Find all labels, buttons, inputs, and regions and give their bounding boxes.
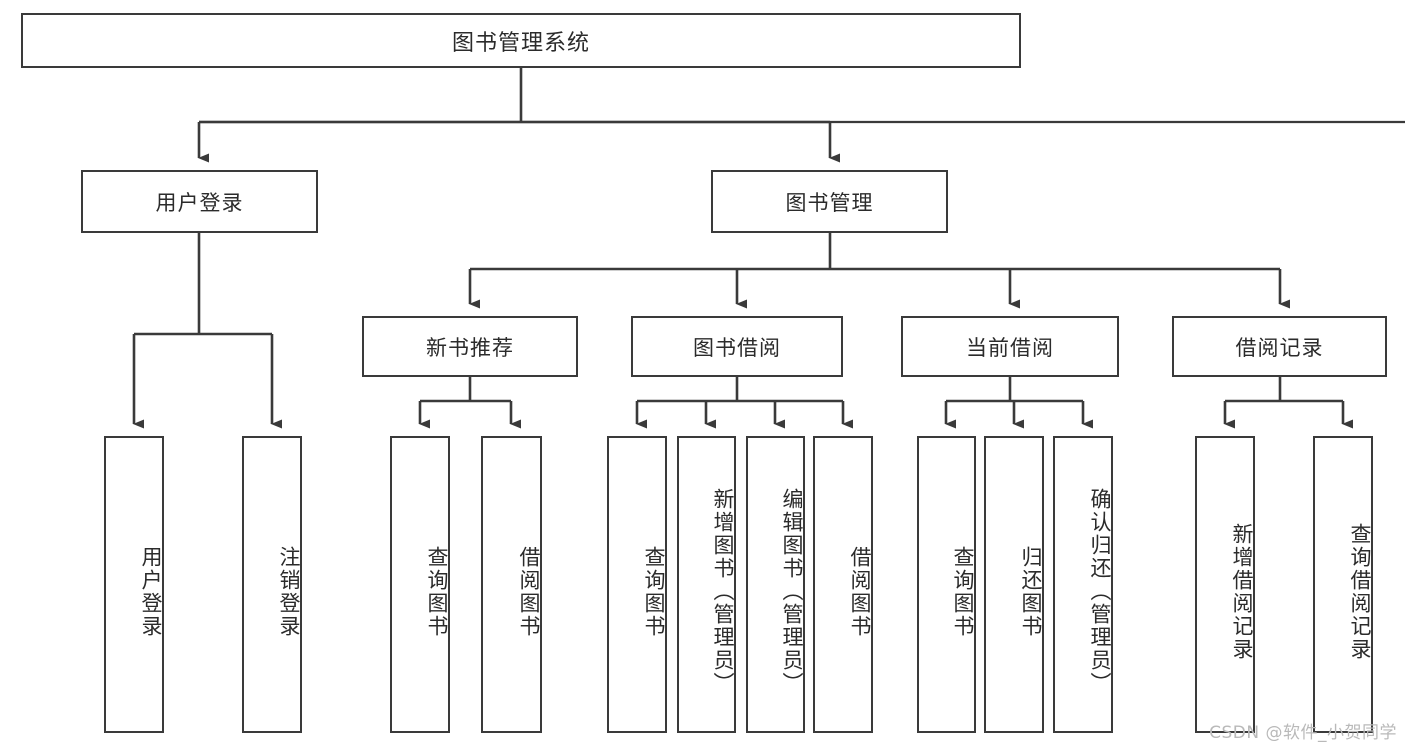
node-label: 确认归还（管理员）	[1088, 488, 1112, 695]
leaf-current-confirm-return-admin[interactable]: 确认归还（管理员）	[1053, 436, 1113, 733]
leaf-user-login-signin[interactable]: 用户登录	[104, 436, 164, 733]
node-label: 新增借阅记录	[1230, 522, 1254, 661]
node-label: 图书管理系统	[451, 30, 590, 56]
leaf-record-query-record[interactable]: 查询借阅记录	[1313, 436, 1373, 733]
leaf-borrow-query-book[interactable]: 查询图书	[607, 436, 667, 733]
node-label: 查询图书	[642, 545, 666, 638]
leaf-borrow-borrow-book[interactable]: 借阅图书	[813, 436, 873, 733]
node-label: 图书借阅	[693, 335, 781, 360]
node-label: 借阅记录	[1235, 335, 1324, 360]
leaf-current-return-book[interactable]: 归还图书	[984, 436, 1044, 733]
node-book-management[interactable]: 图书管理	[711, 170, 948, 233]
node-book-borrow[interactable]: 图书借阅	[631, 316, 843, 377]
node-label: 归还图书	[1019, 545, 1043, 638]
node-label: 图书管理	[785, 190, 874, 215]
leaf-borrow-add-book-admin[interactable]: 新增图书（管理员）	[677, 436, 736, 733]
leaf-user-login-signout[interactable]: 注销登录	[242, 436, 302, 733]
node-user-login[interactable]: 用户登录	[81, 170, 318, 233]
node-borrow-record[interactable]: 借阅记录	[1172, 316, 1387, 377]
leaf-recommend-query-book[interactable]: 查询图书	[390, 436, 450, 733]
node-label: 注销登录	[277, 545, 301, 638]
node-label: 当前借阅	[966, 335, 1054, 360]
node-label: 用户登录	[139, 545, 163, 638]
leaf-record-add-record[interactable]: 新增借阅记录	[1195, 436, 1255, 733]
node-label: 借阅图书	[517, 545, 541, 638]
leaf-current-query-book[interactable]: 查询图书	[917, 436, 976, 733]
node-label: 新书推荐	[426, 335, 514, 360]
node-label: 新增图书（管理员）	[711, 488, 735, 695]
node-new-book-recommend[interactable]: 新书推荐	[362, 316, 578, 377]
node-root-system[interactable]: 图书管理系统	[21, 13, 1021, 68]
node-label: 查询图书	[951, 545, 975, 638]
leaf-borrow-edit-book-admin[interactable]: 编辑图书（管理员）	[746, 436, 805, 733]
leaf-recommend-borrow-book[interactable]: 借阅图书	[481, 436, 542, 733]
node-current-borrow[interactable]: 当前借阅	[901, 316, 1119, 377]
watermark: CSDN @软件_小贺同学	[1209, 723, 1397, 743]
node-label: 查询借阅记录	[1348, 522, 1372, 661]
node-label: 查询图书	[425, 545, 449, 638]
node-label: 编辑图书（管理员）	[780, 488, 804, 695]
node-label: 借阅图书	[848, 545, 872, 638]
node-label: 用户登录	[155, 190, 244, 215]
